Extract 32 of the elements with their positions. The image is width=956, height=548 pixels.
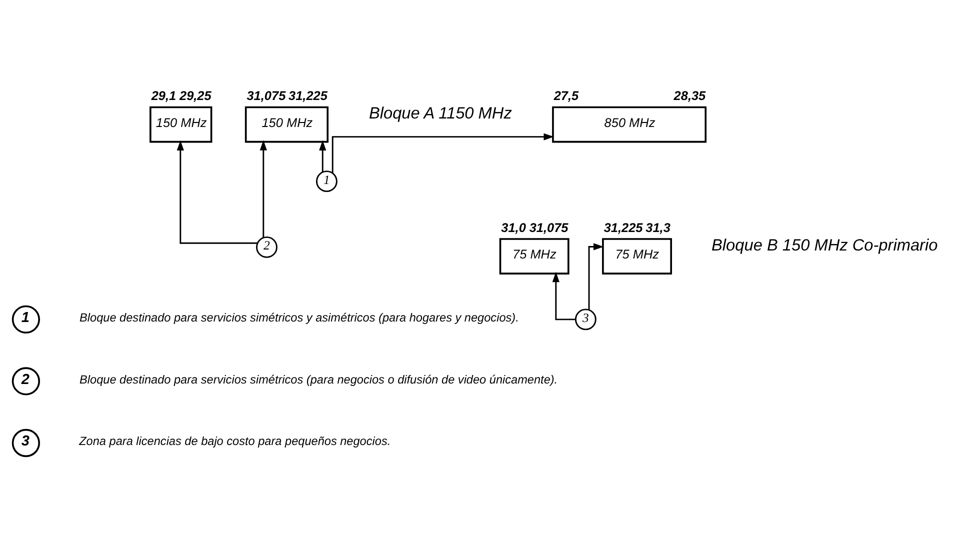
node-box: 150 MHz — [150, 106, 212, 143]
node-box: 75 MHz — [499, 238, 570, 274]
node-circle: 1 — [12, 305, 40, 334]
node-circle: 3 — [574, 308, 596, 330]
label: Bloque B 150 MHz Co-primario — [712, 236, 938, 254]
node-label: 31,0 — [501, 220, 526, 235]
node-label: 27,5 — [554, 88, 579, 104]
node-box: 75 MHz — [602, 238, 672, 274]
node-label: Bloque destinado para servicios simétricos y asimétricos (para hogares y negocios). — [80, 310, 519, 325]
node-circle: 1 — [316, 170, 338, 192]
node-box: 150 MHz — [244, 106, 329, 143]
node-label: 31,075 — [529, 220, 568, 235]
node-circle: 3 — [12, 428, 40, 458]
node-box: 850 MHz — [552, 106, 707, 143]
arrow — [588, 243, 604, 310]
arrow — [176, 140, 258, 244]
node-label: Bloque destinado para servicios simétricos (para negocios o difusión de video únicamente). — [80, 372, 558, 386]
node-label: 31,3 — [646, 220, 670, 235]
arrow — [260, 140, 267, 238]
arrow — [552, 272, 576, 320]
arrow — [319, 140, 326, 172]
node-label: 29,25 — [180, 88, 212, 104]
node-label: 31,225 — [288, 88, 328, 104]
node-label: Zona para licencias de bajo costo para pequeños negocios. — [79, 434, 391, 448]
node-circle: 2 — [256, 236, 278, 258]
node-label: 29,1 — [151, 88, 176, 104]
node-label: 31,225 — [604, 220, 643, 235]
label: Bloque A 1150 MHz — [368, 104, 512, 123]
node-circle: 2 — [12, 367, 40, 396]
arrow — [332, 133, 554, 174]
node-label: 31,075 — [246, 88, 286, 104]
node-label: 28,35 — [674, 88, 706, 104]
